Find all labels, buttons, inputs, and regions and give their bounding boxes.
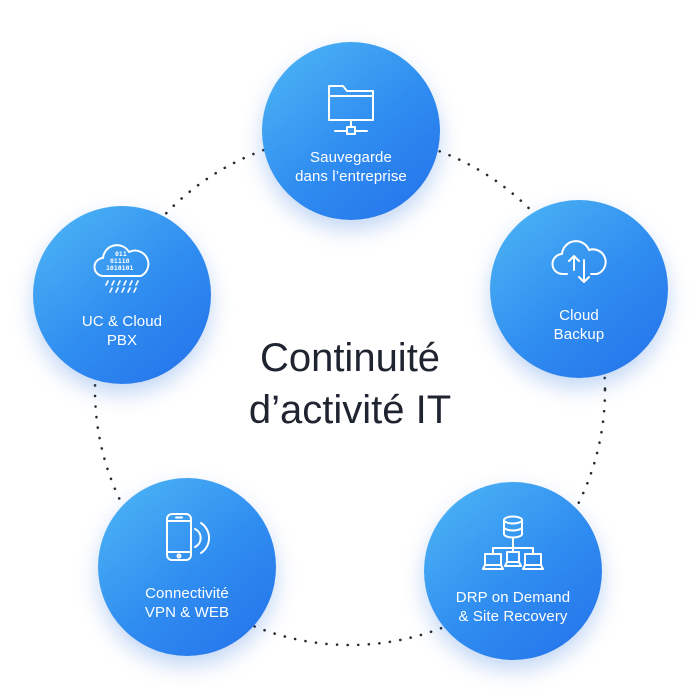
node-label-line2: VPN & WEB [144,604,230,621]
node-label-line2: dans l’entreprise [295,168,407,185]
node-label-line2: PBX [106,332,138,349]
svg-text:01110: 01110 [110,257,130,265]
title-line1: Continuité [259,336,441,380]
node-label-line1: Cloud [559,307,599,324]
node-connectivite: Connectivité VPN & WEB [98,478,276,656]
svg-text:1010101: 1010101 [106,264,133,272]
node-uc-cloud-pbx: 011 01110 1010101 UC & Cloud PBX [33,206,211,384]
diagram-title: Continuité d’activité IT [150,332,550,436]
node-cloud-backup: Cloud Backup [490,200,668,378]
node-label-line1: Connectivité [145,585,229,602]
svg-text:011: 011 [115,250,127,258]
cloud-upload-download-icon [551,240,607,283]
cloud-binary-data-icon: 011 01110 1010101 [93,244,150,293]
node-label-line1: Sauvegarde [310,149,392,166]
node-label-line1: DRP on Demand [455,589,571,606]
smartphone-signal-icon [166,513,210,561]
node-label-line1: UC & Cloud [81,313,163,330]
folder-network-icon [328,85,374,135]
node-drp-on-demand: DRP on Demand & Site Recovery [424,482,602,660]
database-network-icon [482,515,544,570]
node-label-line2: & Site Recovery [458,608,568,625]
node-label-line2: Backup [553,326,605,343]
node-sauvegarde: Sauvegarde dans l’entreprise [262,42,440,220]
title-line2: d’activité IT [248,388,452,432]
